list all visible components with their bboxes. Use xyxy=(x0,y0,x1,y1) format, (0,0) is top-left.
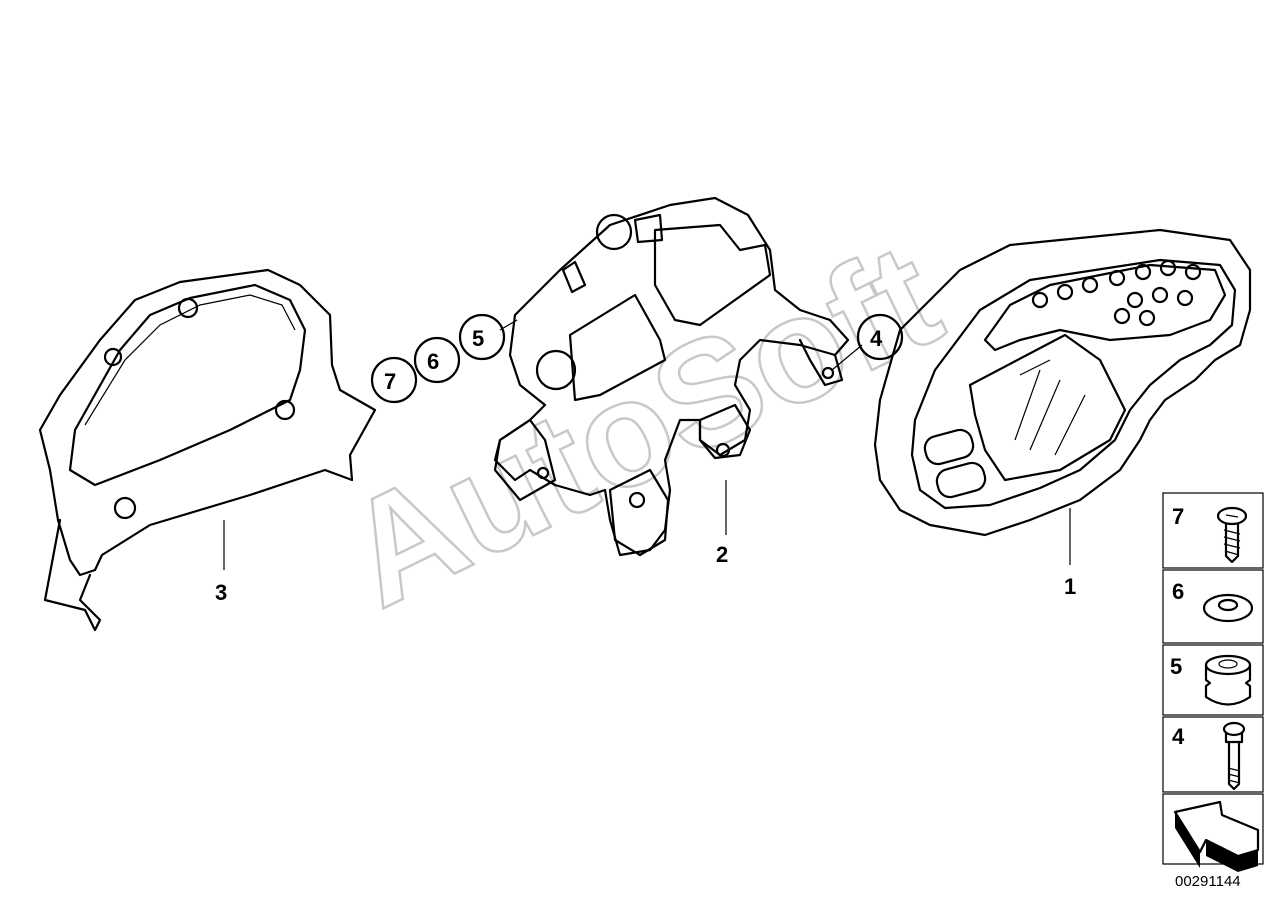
legend-number-5: 5 xyxy=(1170,654,1182,679)
washer-icon xyxy=(1202,593,1254,623)
parts-legend: 7 6 5 4 xyxy=(1162,492,1264,872)
callout-2: 2 xyxy=(716,542,728,567)
callout-7: 7 xyxy=(384,369,396,394)
screw-icon xyxy=(1216,506,1248,564)
legend-number-6: 6 xyxy=(1172,579,1184,604)
callout-3: 3 xyxy=(215,580,227,605)
drawing-number: 00291144 xyxy=(1175,873,1241,890)
part-3-housing-cover xyxy=(38,268,377,632)
legend-number-4: 4 xyxy=(1172,724,1185,749)
leader-line-4 xyxy=(831,344,863,371)
part-2-instrument-bracket xyxy=(493,196,850,557)
part-1-instrument-cluster xyxy=(873,228,1252,537)
rubber-grommet-icon xyxy=(1204,654,1252,706)
callout-6: 6 xyxy=(427,349,439,374)
watermark: AutoSoft xyxy=(320,210,963,639)
callout-4: 4 xyxy=(870,326,883,351)
callout-5: 5 xyxy=(472,326,484,351)
callout-1: 1 xyxy=(1064,574,1076,599)
direction-arrow-icon xyxy=(1173,800,1260,872)
legend-number-7: 7 xyxy=(1172,504,1184,529)
bolt-icon xyxy=(1222,721,1246,791)
